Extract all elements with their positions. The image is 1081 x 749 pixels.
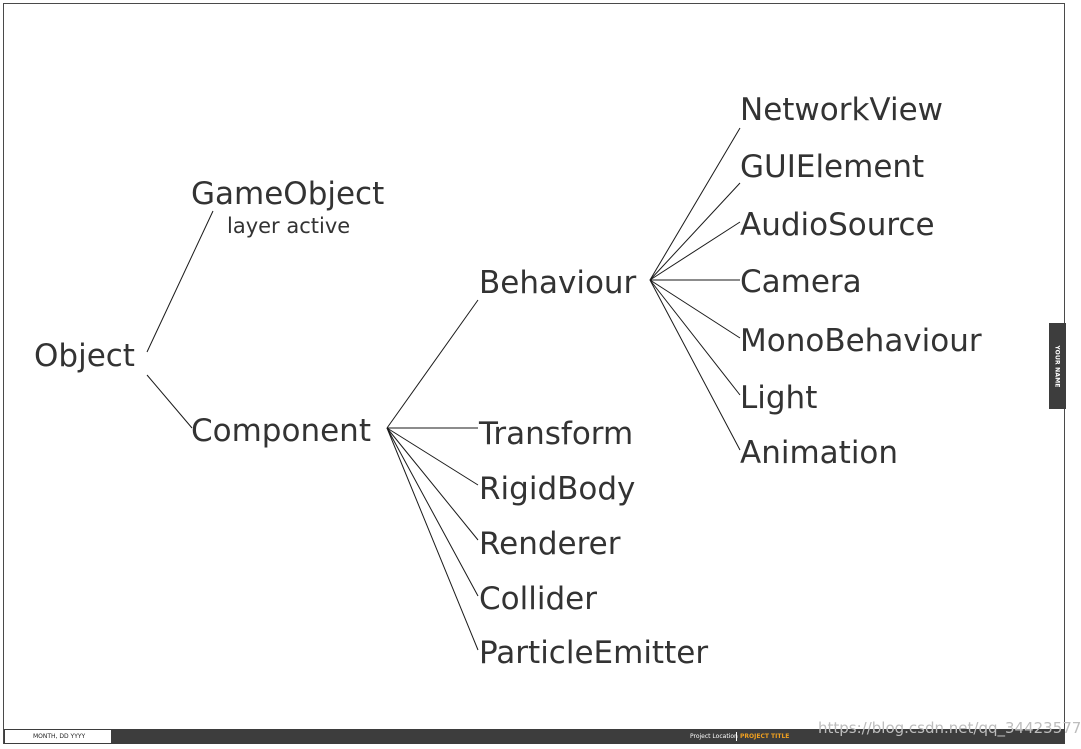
- edge-component-behaviour: [386, 299, 479, 429]
- node-particleemitter: ParticleEmitter: [479, 635, 708, 671]
- node-transform: Transform: [478, 416, 633, 452]
- edge-object-gameobject: [146, 210, 214, 353]
- name-side-tab: YOUR NAME: [1049, 323, 1066, 409]
- node-guielement: GUIElement: [740, 149, 924, 185]
- node-light: Light: [740, 380, 817, 416]
- node-gameobject: GameObject: [191, 176, 384, 212]
- connectors: [146, 127, 741, 651]
- side-tab-label: YOUR NAME: [1054, 344, 1062, 388]
- node-camera: Camera: [740, 264, 862, 300]
- date-field: MONTH, DD YYYY: [4, 729, 112, 744]
- node-gameobject-sublabel: layer active: [227, 214, 350, 238]
- node-behaviour: Behaviour: [479, 265, 637, 301]
- project-location: Project Location: [690, 733, 738, 740]
- edge-component-particleemitter: [386, 427, 479, 651]
- title-block-footer: MONTH, DD YYYY Project Location PROJECT …: [4, 729, 1065, 744]
- node-rigidbody: RigidBody: [479, 471, 635, 507]
- edge-behaviour-guielement: [649, 182, 741, 281]
- edge-component-rigidbody: [386, 427, 479, 486]
- edge-behaviour-monobehaviour: [649, 279, 741, 339]
- node-networkview: NetworkView: [740, 92, 943, 128]
- edge-component-renderer: [386, 427, 479, 541]
- edge-component-collider: [386, 427, 479, 597]
- footer-divider: [736, 732, 737, 741]
- node-component: Component: [191, 413, 371, 449]
- edge-behaviour-networkview: [649, 127, 741, 281]
- project-title: PROJECT TITLE: [740, 733, 790, 740]
- edge-behaviour-animation: [649, 279, 741, 451]
- node-object: Object: [34, 338, 135, 374]
- node-animation: Animation: [740, 435, 898, 471]
- edge-behaviour-audiosource: [649, 221, 741, 281]
- node-collider: Collider: [479, 581, 597, 617]
- edge-object-component: [146, 374, 193, 429]
- edge-behaviour-light: [649, 279, 741, 396]
- node-renderer: Renderer: [479, 526, 621, 562]
- node-audiosource: AudioSource: [740, 207, 935, 243]
- node-monobehaviour: MonoBehaviour: [740, 323, 982, 359]
- watermark-url: https://blog.csdn.net/qq_34423577: [818, 719, 1081, 737]
